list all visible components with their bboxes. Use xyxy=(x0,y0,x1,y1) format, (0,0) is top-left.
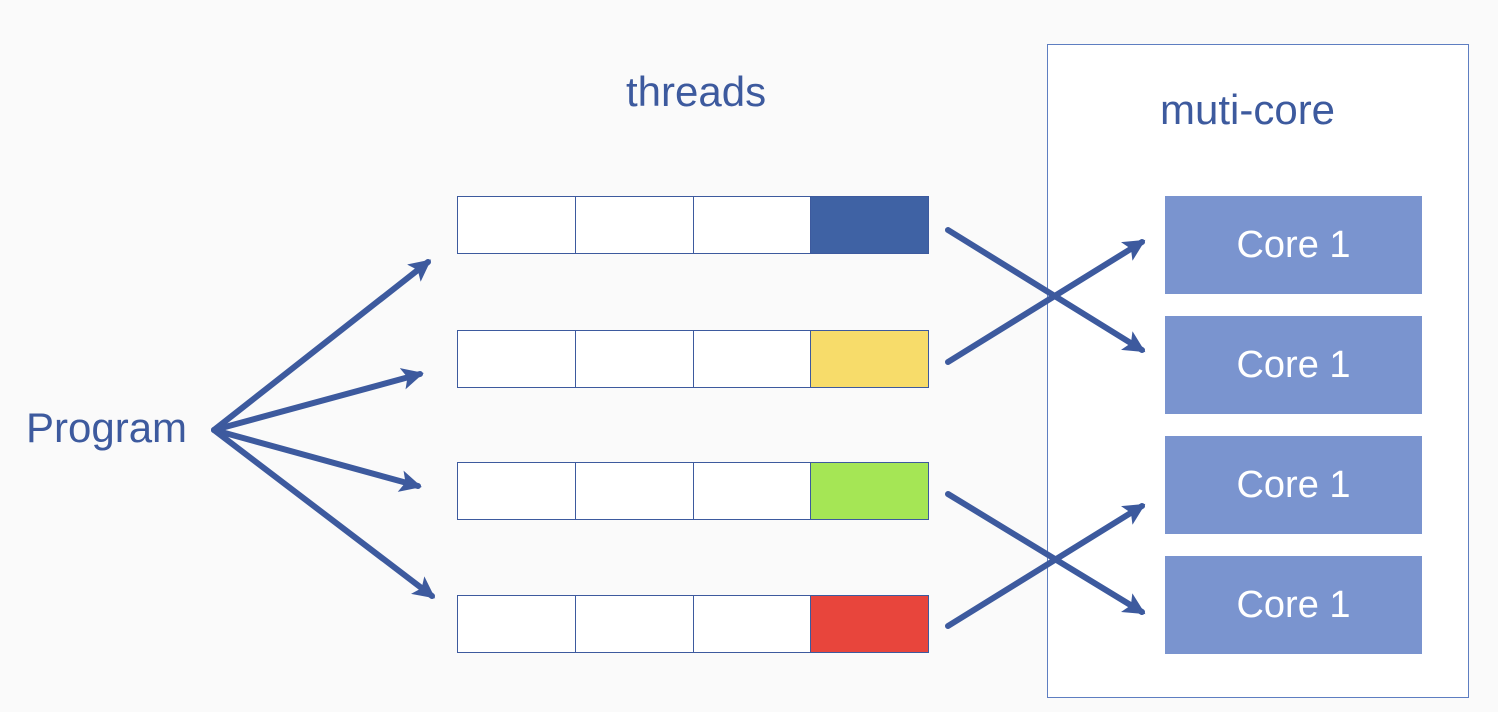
thread-active-cell xyxy=(811,463,928,519)
thread-cell xyxy=(576,331,694,387)
arrow-program-to-thread-1 xyxy=(211,259,432,433)
core-box-1: Core 1 xyxy=(1165,196,1422,294)
thread-row-3 xyxy=(457,462,929,520)
thread-active-cell xyxy=(811,331,928,387)
arrow-program-to-thread-4 xyxy=(211,427,436,599)
thread-cell xyxy=(458,197,576,253)
thread-active-cell xyxy=(811,197,928,253)
program-label: Program xyxy=(26,404,188,451)
core-box-2: Core 1 xyxy=(1165,316,1422,414)
thread-cell xyxy=(576,596,694,652)
core-box-4: Core 1 xyxy=(1165,556,1422,654)
core-box-3: Core 1 xyxy=(1165,436,1422,534)
arrow-program-to-thread-2 xyxy=(211,368,424,433)
thread-cell xyxy=(458,331,576,387)
multicore-label: muti-core xyxy=(1160,86,1336,133)
thread-row-1 xyxy=(457,196,929,254)
arrow-program-to-thread-3 xyxy=(211,427,422,492)
thread-cell xyxy=(694,331,812,387)
thread-cell xyxy=(694,197,812,253)
threads-label: threads xyxy=(626,68,767,115)
thread-cell xyxy=(576,463,694,519)
thread-cell xyxy=(694,463,812,519)
thread-cell xyxy=(458,596,576,652)
thread-cell xyxy=(576,197,694,253)
thread-cell xyxy=(458,463,576,519)
thread-row-4 xyxy=(457,595,929,653)
thread-cell xyxy=(694,596,812,652)
thread-row-2 xyxy=(457,330,929,388)
thread-active-cell xyxy=(811,596,928,652)
